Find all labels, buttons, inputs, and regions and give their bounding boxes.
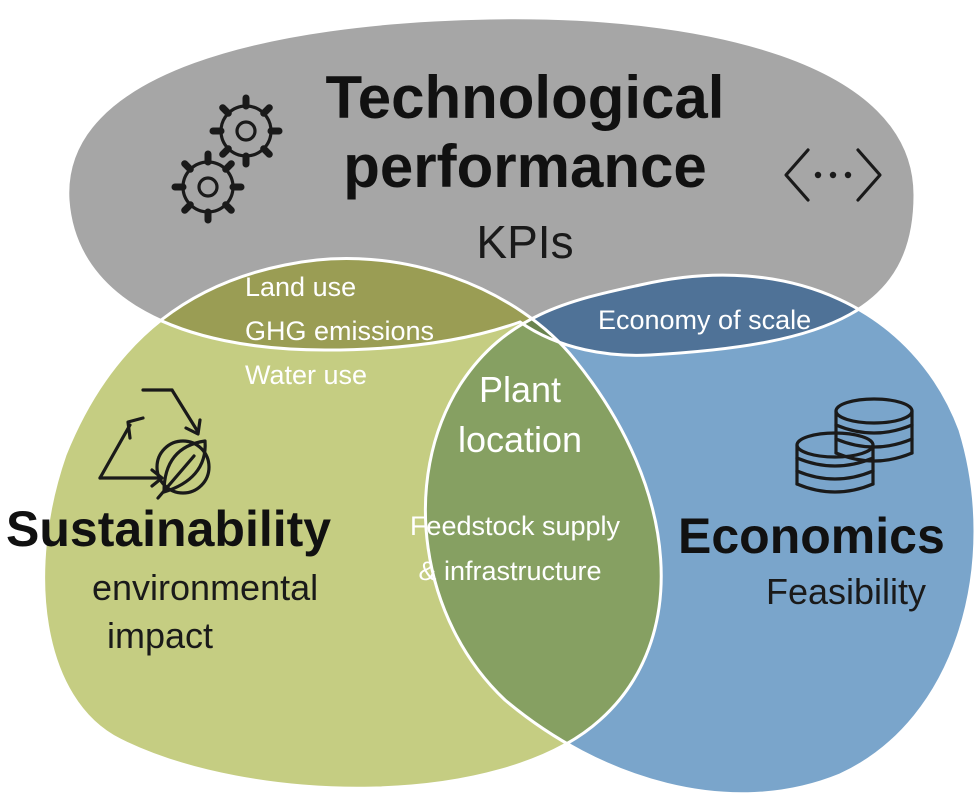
code-brackets-icon	[784, 148, 882, 202]
ghg-emissions-label: GHG emissions	[245, 316, 434, 346]
water-use-label: Water use	[245, 360, 367, 390]
sustainability-subtitle-line2: impact	[107, 615, 213, 656]
coins-icon	[795, 397, 914, 494]
center-label-line2: location	[458, 419, 582, 460]
leaf-icon	[155, 439, 211, 500]
economics-subtitle: Feasibility	[766, 571, 926, 612]
recycle-icon	[98, 388, 202, 488]
feedstock-label-line1: Feedstock supply	[410, 511, 621, 541]
feedstock-label-line2: & infrastructure	[418, 556, 601, 586]
sustainability-subtitle-line1: environmental	[92, 567, 318, 608]
tech-title-line2: performance	[343, 133, 706, 200]
tech-subtitle: KPIs	[476, 216, 573, 268]
tech-title-line1: Technological	[326, 64, 725, 131]
land-use-label: Land use	[245, 272, 356, 302]
economics-title: Economics	[678, 508, 945, 564]
sustainability-title: Sustainability	[6, 501, 331, 557]
center-label-line1: Plant	[479, 369, 561, 410]
gears-icon	[171, 94, 283, 224]
economy-of-scale-label: Economy of scale	[598, 305, 811, 335]
